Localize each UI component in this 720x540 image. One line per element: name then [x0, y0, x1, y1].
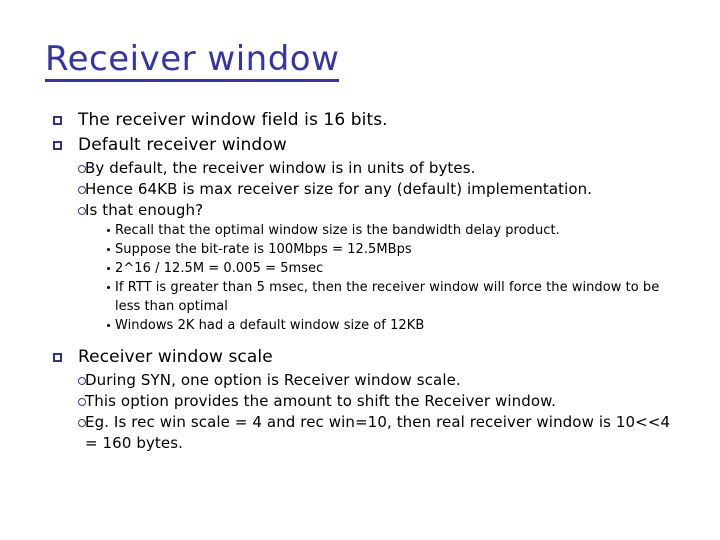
- section-spacer: [45, 335, 685, 345]
- circle-bullet-icon: [78, 186, 86, 194]
- list-item-text: Eg. Is rec win scale = 4 and rec win=10,…: [85, 413, 671, 452]
- circle-bullet-icon: [78, 165, 86, 173]
- slide-body: The receiver window field is 16 bits. De…: [45, 108, 685, 454]
- circle-bullet-icon: [78, 377, 86, 385]
- list-item-level1: Default receiver window: [45, 133, 685, 158]
- list-item-text: Windows 2K had a default window size of …: [115, 318, 425, 333]
- list-item-level1: The receiver window field is 16 bits.: [45, 108, 685, 133]
- dot-bullet-icon: [107, 286, 110, 289]
- page-title: Receiver window: [45, 40, 340, 82]
- list-item-text: If RTT is greater than 5 msec, then the …: [115, 280, 660, 314]
- dot-bullet-icon: [107, 267, 110, 270]
- dot-bullet-icon: [107, 229, 110, 232]
- circle-bullet-icon: [78, 207, 86, 215]
- list-item-text: The receiver window field is 16 bits.: [78, 110, 388, 130]
- list-item-level2: This option provides the amount to shift…: [45, 391, 685, 412]
- list-item-text: This option provides the amount to shift…: [85, 392, 556, 410]
- slide-title-container: Receiver window: [45, 40, 340, 82]
- list-item-level3: Recall that the optimal window size is t…: [45, 221, 685, 240]
- square-bullet-icon: [53, 141, 62, 150]
- list-item-text: Receiver window scale: [78, 347, 273, 367]
- circle-bullet-icon: [78, 398, 86, 406]
- circle-bullet-icon: [78, 419, 86, 427]
- square-bullet-icon: [53, 116, 62, 125]
- list-item-text: Recall that the optimal window size is t…: [115, 223, 560, 238]
- list-item-level2: By default, the receiver window is in un…: [45, 158, 685, 179]
- list-item-text: Default receiver window: [78, 135, 287, 155]
- list-item-level2: Eg. Is rec win scale = 4 and rec win=10,…: [45, 412, 685, 454]
- list-item-level3: Windows 2K had a default window size of …: [45, 316, 685, 335]
- list-item-text: Hence 64KB is max receiver size for any …: [85, 180, 593, 198]
- list-item-level3: Suppose the bit-rate is 100Mbps = 12.5MB…: [45, 240, 685, 259]
- list-item-level1: Receiver window scale: [45, 345, 685, 370]
- list-item-level3: 2^16 / 12.5M = 0.005 = 5msec: [45, 259, 685, 278]
- list-item-level2: During SYN, one option is Receiver windo…: [45, 370, 685, 391]
- list-item-text: Suppose the bit-rate is 100Mbps = 12.5MB…: [115, 242, 412, 257]
- list-item-level3: If RTT is greater than 5 msec, then the …: [45, 278, 685, 316]
- list-item-text: 2^16 / 12.5M = 0.005 = 5msec: [115, 261, 324, 276]
- list-item-level2: Is that enough?: [45, 200, 685, 221]
- list-item-level2: Hence 64KB is max receiver size for any …: [45, 179, 685, 200]
- list-item-text: Is that enough?: [85, 201, 204, 219]
- square-bullet-icon: [53, 353, 62, 362]
- dot-bullet-icon: [107, 248, 110, 251]
- list-item-text: By default, the receiver window is in un…: [85, 159, 476, 177]
- dot-bullet-icon: [107, 324, 110, 327]
- list-item-text: During SYN, one option is Receiver windo…: [85, 371, 461, 389]
